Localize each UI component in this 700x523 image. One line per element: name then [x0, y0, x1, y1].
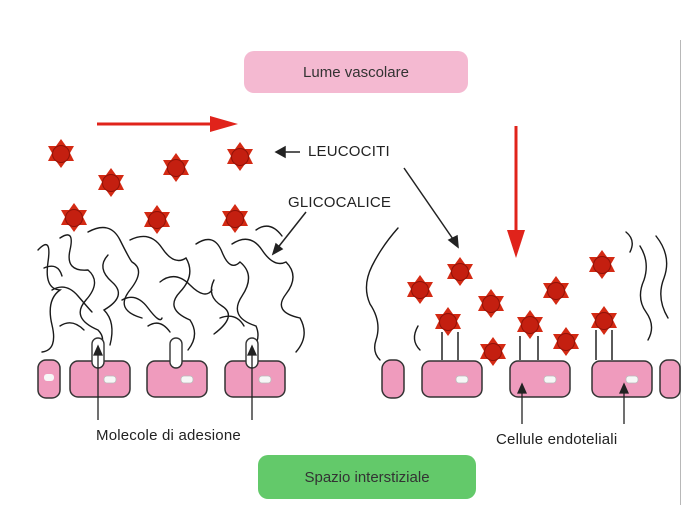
leucociti-pointer-arrow	[274, 145, 459, 249]
leukocyte-icon	[588, 249, 616, 280]
cellule-label: Cellule endoteliali	[496, 431, 618, 448]
leucociti-label: LEUCOCITI	[308, 143, 390, 160]
leukocyte-icon	[516, 309, 544, 340]
leukocyte-icon	[434, 306, 462, 337]
molecole-label: Molecole di adesione	[96, 427, 241, 444]
leukocyte-icon	[47, 138, 75, 169]
leukocyte-icon	[162, 152, 190, 183]
adhesion-stalks-right	[441, 330, 613, 360]
leukocyte-icon	[406, 274, 434, 305]
leukocyte-icon	[97, 167, 125, 198]
leukocyte-icon	[590, 305, 618, 336]
endothelial-cells-right	[381, 359, 681, 399]
leukocyte-icon	[221, 203, 249, 234]
interstitial-label: Spazio interstiziale	[304, 468, 430, 486]
glicocalice-pointer-arrow	[271, 211, 307, 256]
endothelial-cells-left	[37, 359, 286, 399]
glycocalyx-strands-left	[37, 225, 305, 353]
leukocyte-icon	[542, 275, 570, 306]
leukocyte-icon	[226, 141, 254, 172]
molecule-pointer-arrows	[92, 344, 258, 420]
lumen-label: Lume vascolare	[303, 63, 409, 81]
leukocyte-icon	[446, 256, 474, 287]
flow-arrow-vertical	[507, 126, 525, 258]
glycocalyx-strands-right	[365, 227, 669, 361]
left-margin	[0, 0, 38, 523]
leukocyte-icon	[552, 326, 580, 357]
cell-pointer-arrows	[516, 382, 630, 424]
leukocyte-icon	[477, 288, 505, 319]
leukocyte-icon	[479, 336, 507, 367]
flow-arrow-horizontal	[97, 116, 238, 132]
leukocyte-icon	[143, 204, 171, 235]
right-border-line	[680, 40, 681, 505]
lumen-label-pill: Lume vascolare	[244, 51, 468, 93]
interstitial-label-pill: Spazio interstiziale	[258, 455, 476, 499]
glicocalice-label: GLICOCALICE	[288, 194, 392, 211]
leukocyte-icon	[60, 202, 88, 233]
